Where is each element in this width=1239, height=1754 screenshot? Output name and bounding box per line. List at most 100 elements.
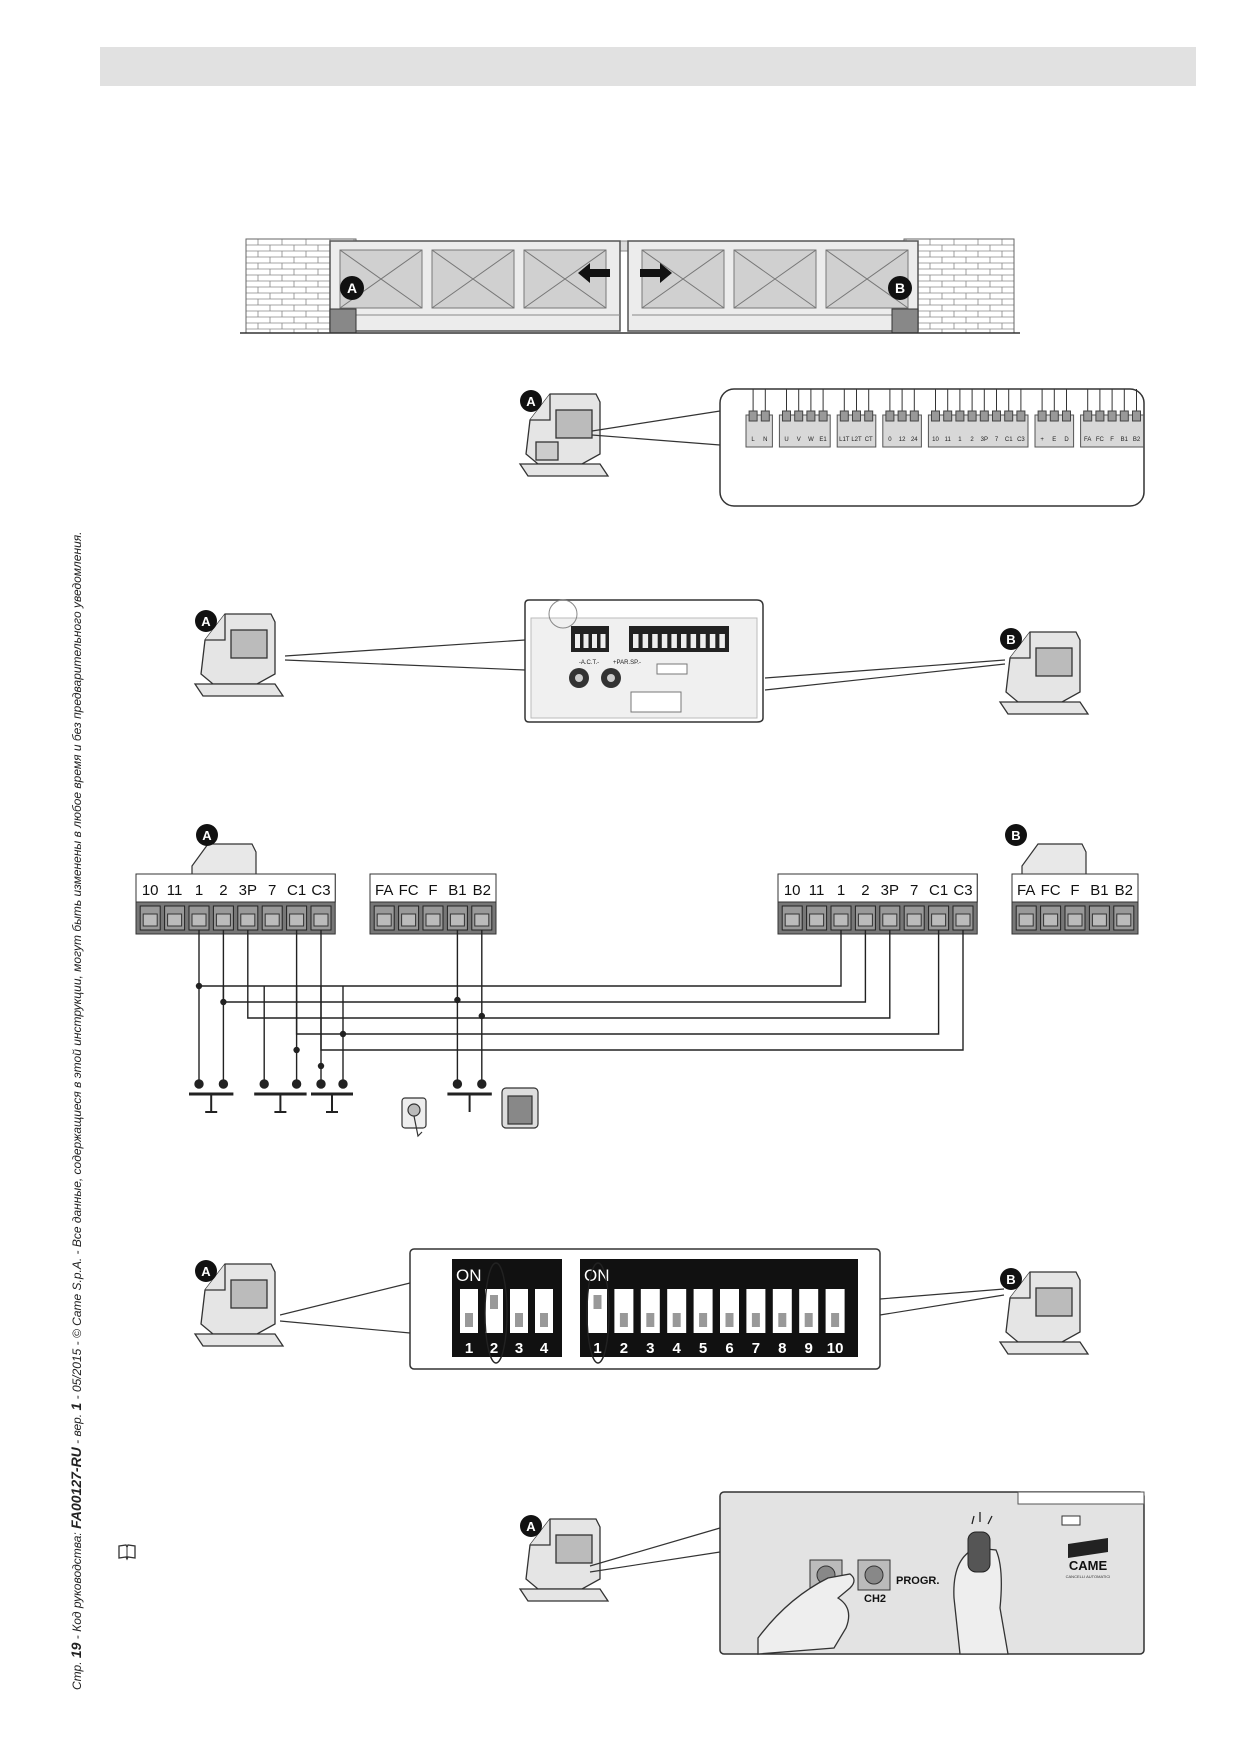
dip-number: 5 bbox=[699, 1340, 707, 1357]
dip-number: 4 bbox=[540, 1340, 549, 1357]
small-terminal-label: F bbox=[1110, 437, 1114, 443]
small-terminal-label: V bbox=[797, 437, 801, 443]
terminal-label: 10 bbox=[784, 882, 801, 899]
came-brand: CAME bbox=[1069, 1558, 1108, 1573]
terminal-label: B1 bbox=[1090, 882, 1108, 899]
small-terminal-label: U bbox=[784, 437, 788, 443]
terminal-label: 10 bbox=[142, 882, 159, 899]
small-terminal-label: L2T bbox=[851, 437, 862, 443]
small-terminal-label: 0 bbox=[888, 437, 892, 443]
dip-lever bbox=[465, 1313, 473, 1327]
terminal-label: 3P bbox=[239, 882, 257, 899]
dip-slot bbox=[720, 1289, 739, 1333]
svg-text:B: B bbox=[1006, 632, 1015, 647]
small-terminal-label: C1 bbox=[1005, 437, 1013, 443]
terminal-label: 2 bbox=[219, 882, 227, 899]
small-terminal-label: CT bbox=[865, 437, 873, 443]
terminal-label: C3 bbox=[953, 882, 972, 899]
dip-number: 1 bbox=[465, 1340, 473, 1357]
manual-book-icon bbox=[118, 1544, 136, 1561]
small-terminal-label: 3P bbox=[981, 437, 988, 443]
gearmotor-b-4: B bbox=[998, 1268, 1090, 1355]
dip-lever bbox=[778, 1313, 787, 1327]
terminal-label: F bbox=[428, 882, 437, 899]
dip-number: 8 bbox=[778, 1340, 786, 1357]
hand-pressing-icon bbox=[757, 1573, 855, 1655]
arrow-right-icon bbox=[640, 263, 672, 283]
small-terminal-label: 11 bbox=[945, 437, 952, 443]
small-terminal-label: L bbox=[751, 437, 755, 443]
dip-number: 3 bbox=[646, 1340, 654, 1357]
gearmotor-a-5: A bbox=[518, 1515, 610, 1602]
dip-lever bbox=[699, 1313, 708, 1327]
terminal-label: FA bbox=[1017, 882, 1035, 899]
dip-lever bbox=[515, 1313, 523, 1327]
dip-slot bbox=[460, 1289, 478, 1333]
terminal-label: B1 bbox=[448, 882, 466, 899]
dip-lever bbox=[619, 1313, 628, 1327]
gearmotor-b-2: B bbox=[998, 628, 1090, 715]
dip-slot bbox=[667, 1289, 687, 1333]
terminal-label: 7 bbox=[910, 882, 918, 899]
small-terminal-label: FC bbox=[1096, 437, 1105, 443]
dip-number: 7 bbox=[752, 1340, 760, 1357]
dip-slot bbox=[640, 1289, 660, 1333]
dip-number: 9 bbox=[805, 1340, 813, 1357]
gearmotor-a-4: A bbox=[193, 1260, 285, 1347]
small-terminal-label: L1T bbox=[839, 437, 850, 443]
dip-number: 2 bbox=[490, 1340, 498, 1357]
terminal-label: 7 bbox=[268, 882, 276, 899]
dip-slot bbox=[693, 1289, 713, 1333]
dip-lever bbox=[490, 1295, 498, 1309]
dip-number: 6 bbox=[725, 1340, 733, 1357]
dip-slot bbox=[588, 1289, 607, 1333]
svg-text:A: A bbox=[202, 828, 212, 843]
key-selector-icon bbox=[401, 1097, 427, 1138]
small-terminal-label: E1 bbox=[819, 437, 827, 443]
svg-text:A: A bbox=[526, 1519, 536, 1534]
terminal-label: 3P bbox=[881, 882, 899, 899]
svg-text:A: A bbox=[526, 394, 536, 409]
small-terminal-label: N bbox=[763, 437, 767, 443]
terminal-label: C1 bbox=[287, 882, 306, 899]
board-callout: -A.C.T.- +PAR.SP.- bbox=[285, 599, 1006, 723]
dip-lever bbox=[804, 1313, 813, 1327]
terminal-label: 2 bbox=[861, 882, 869, 899]
dip-lever bbox=[725, 1313, 734, 1327]
terminal-label: C3 bbox=[311, 882, 330, 899]
ch2-label: CH2 bbox=[864, 1593, 886, 1605]
flashing-light-icon bbox=[501, 1087, 539, 1129]
dip-highlight-2 bbox=[484, 1262, 508, 1364]
small-terminal-label: + bbox=[1040, 437, 1044, 443]
dip-lever bbox=[593, 1295, 602, 1309]
came-brand-sub: CANCELLI AUTOMATICI bbox=[1066, 1574, 1111, 1579]
terminal-label: B2 bbox=[473, 882, 491, 899]
terminal-label: 11 bbox=[167, 882, 183, 899]
small-terminal-label: W bbox=[808, 437, 814, 443]
terminal-label: F bbox=[1070, 882, 1079, 899]
terminal-label: 1 bbox=[837, 882, 845, 899]
small-terminal-label: E bbox=[1052, 437, 1056, 443]
act-label: -A.C.T.- bbox=[579, 660, 599, 666]
dip-slot bbox=[799, 1289, 819, 1333]
gearmotor-a-1: A bbox=[518, 390, 610, 477]
small-terminal-label: 2 bbox=[970, 437, 974, 443]
marker-b: B bbox=[895, 280, 905, 296]
terminal-label: FA bbox=[375, 882, 393, 899]
terminal-label: 1 bbox=[195, 882, 203, 899]
par-sp-label: +PAR.SP.- bbox=[613, 660, 641, 666]
dip-slot bbox=[535, 1289, 553, 1333]
svg-text:B: B bbox=[1006, 1272, 1015, 1287]
dip-number: 3 bbox=[515, 1340, 523, 1357]
dip-number: 4 bbox=[673, 1340, 682, 1357]
small-terminal-label: 7 bbox=[995, 437, 999, 443]
came-logo-icon bbox=[1068, 1538, 1108, 1558]
terminal-label: 11 bbox=[809, 882, 825, 899]
svg-text:B: B bbox=[1011, 828, 1020, 843]
dip-lever bbox=[751, 1313, 760, 1327]
svg-text:A: A bbox=[201, 1264, 211, 1279]
terminal-label: FC bbox=[1041, 882, 1061, 899]
